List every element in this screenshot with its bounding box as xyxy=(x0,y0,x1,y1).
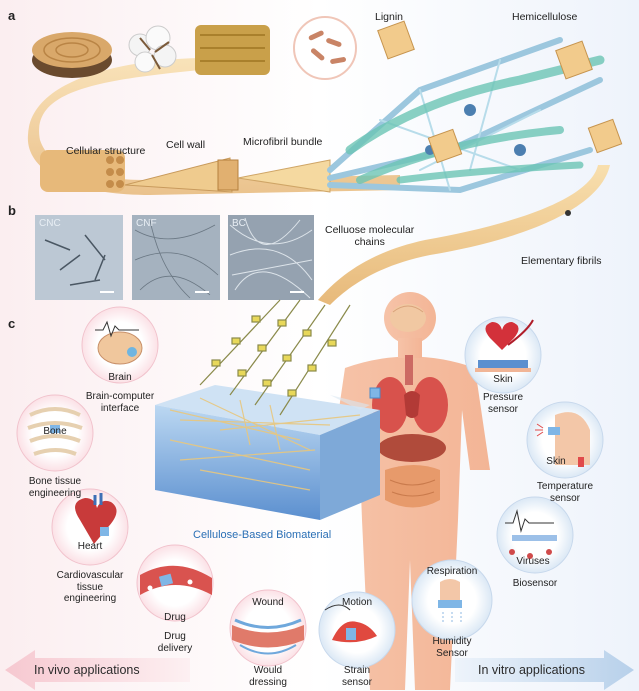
micrograph-tiles xyxy=(35,215,314,300)
sublabel-temperature-sensor: Temperature sensor xyxy=(536,481,594,504)
hydrogel-caption: Cellulose-Based Biomaterial xyxy=(193,529,332,541)
in-vivo-label: In vivo applications xyxy=(34,663,140,677)
panel-label-a: a xyxy=(8,8,16,23)
circle-label-drug: Drug xyxy=(164,612,186,623)
circle-label-respiration: Respiration xyxy=(426,566,478,577)
circle-label-bone: Bone xyxy=(43,426,67,437)
circle-label-wound: Wound xyxy=(252,597,284,608)
in-vitro-arrow xyxy=(455,650,634,690)
straw-bale-icon xyxy=(195,25,270,75)
wood-slice-icon xyxy=(32,32,112,78)
label-cell-wall: Cell wall xyxy=(166,139,206,151)
micrograph-label-bc: BC xyxy=(232,218,246,229)
microfibril-end-blocks xyxy=(377,20,623,164)
sublabel-wound-dressing: Would dressing xyxy=(249,665,287,688)
circle-label-heart: Heart xyxy=(77,541,103,552)
bacteria-icon xyxy=(293,16,357,80)
in-vivo-arrow xyxy=(5,650,190,690)
cellular-structure-bundle-icon xyxy=(40,150,125,192)
hydrogel-block-illustration xyxy=(155,385,380,520)
panel-label-c: c xyxy=(8,316,16,331)
elementary-fibril-sweep xyxy=(318,165,610,305)
circle-label-skin-temperature: Skin xyxy=(546,456,566,467)
cellulose-chain-strands xyxy=(199,299,351,416)
sublabel-brain-computer-interface: Brain-computer interface xyxy=(85,391,155,414)
in-vivo-circles xyxy=(16,306,307,667)
panel-label-b: b xyxy=(8,203,16,218)
micrograph-label-cnc: CNC xyxy=(39,218,61,229)
label-hemicellulose: Hemicellulose xyxy=(512,11,578,23)
circle-label-brain: Brain xyxy=(108,372,132,383)
sublabel-biosensor: Biosensor xyxy=(512,578,558,589)
sublabel-bone-tissue-engineering: Bone tissue engineering xyxy=(28,476,82,499)
sublabel-pressure-sensor: Pressure sensor xyxy=(482,392,524,415)
in-vitro-label: In vitro applications xyxy=(478,663,586,677)
sublabel-drug-delivery: Drug delivery xyxy=(157,631,193,654)
label-molecular-chains: Celluose molecular chains xyxy=(325,224,415,248)
cell-wall-block-icon xyxy=(217,159,239,191)
cotton-icon xyxy=(128,25,177,73)
circle-label-motion: Motion xyxy=(341,597,373,608)
micrograph-label-cnf: CNF xyxy=(136,218,157,229)
label-microfibril-bundle: Microfibril bundle xyxy=(243,136,323,148)
circle-label-skin-pressure: Skin xyxy=(493,374,513,385)
label-lignin: Lignin xyxy=(375,11,404,23)
label-cellular-structure: Cellular structure xyxy=(66,145,146,157)
in-vitro-circles xyxy=(318,316,604,669)
label-elementary-fibrils: Elementary fibrils xyxy=(521,255,602,267)
sublabel-humidity-sensor: Humidity Sensor xyxy=(432,636,472,659)
sublabel-cardiovascular: Cardiovascular tissue engineering xyxy=(56,570,124,604)
circle-label-viruses: Viruses xyxy=(516,556,550,567)
sublabel-strain-sensor: Strain sensor xyxy=(341,665,373,688)
